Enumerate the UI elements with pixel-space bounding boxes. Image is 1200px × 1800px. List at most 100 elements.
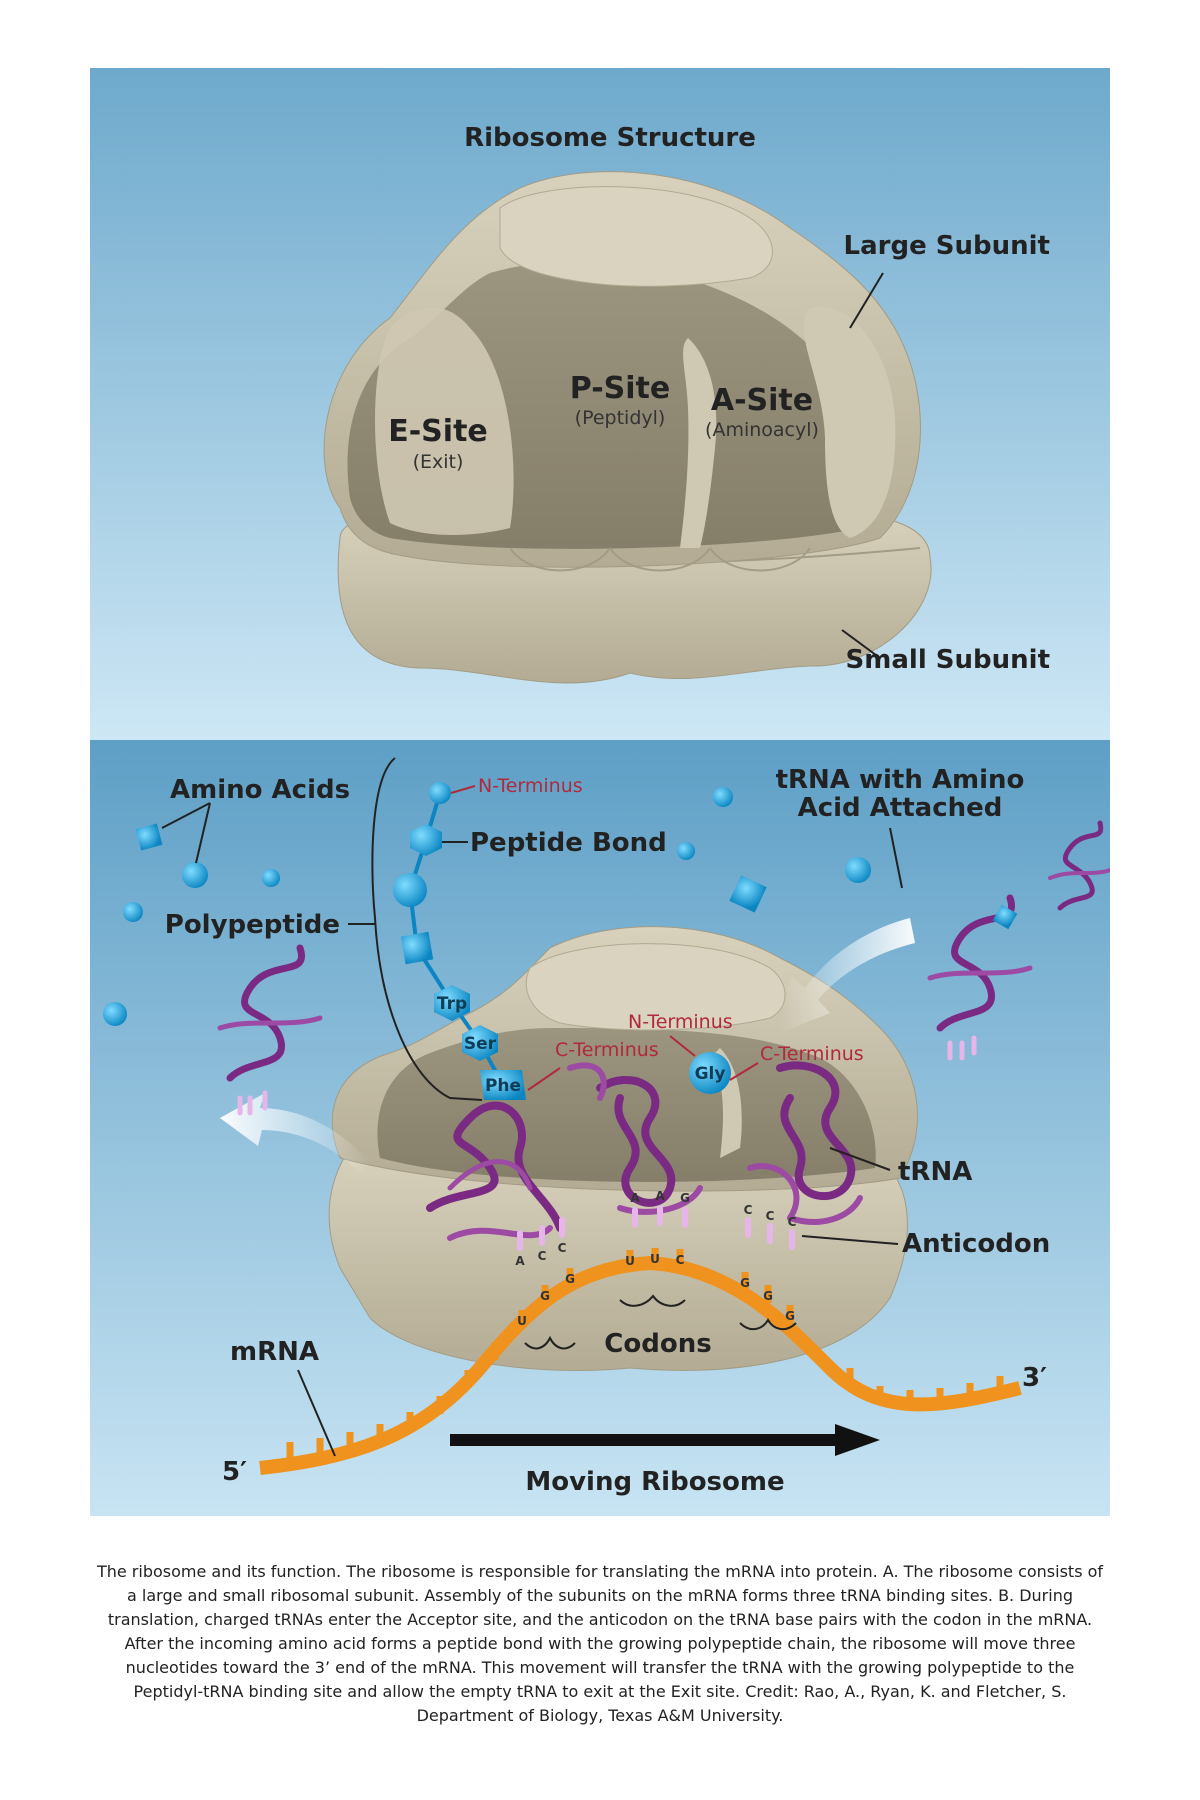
panel-a: Ribosome Structure E-Site (Exit) P-Site … [90, 68, 1110, 740]
site-pockets [509, 547, 811, 572]
trna-p-site [567, 1062, 703, 1215]
trna-attached-label-line1: tRNA with Amino [776, 765, 1025, 795]
mrna-label: mRNA [230, 1337, 319, 1367]
anticodon-base: A [515, 1254, 525, 1268]
panel-b: A C C A A G C C C [90, 740, 1110, 1516]
amino-acid-cube [135, 823, 163, 851]
figure-caption: The ribosome and its function. The ribos… [96, 1562, 1104, 1725]
ser-residue [462, 1025, 498, 1061]
anticodon-bases: A C C A A G C C C [515, 1189, 796, 1268]
amino-acids-pointer-1 [161, 802, 211, 829]
anticodon-pointer [801, 1235, 899, 1245]
amino-acid-bead [123, 902, 143, 922]
ribosome-top-knob [525, 943, 786, 1031]
large-subunit-left-lobe [375, 307, 514, 535]
small-subunit-pointer [841, 629, 881, 659]
anticodon-base: C [788, 1215, 797, 1229]
codon-base: U [650, 1252, 660, 1266]
a-site-label: A-Site [711, 383, 813, 418]
ribosome-figure: Ribosome Structure E-Site (Exit) P-Site … [90, 68, 1110, 1516]
c-terminus-pointer-2 [729, 1062, 759, 1081]
c-terminus-label-2: C-Terminus [760, 1043, 864, 1065]
trp-label: Trp [437, 994, 467, 1014]
site-divider-ridge [680, 338, 717, 548]
free-amino-acids [103, 787, 1018, 1026]
mrna-teeth [286, 1248, 1004, 1460]
gly-residue [689, 1052, 731, 1094]
panel-a-title: Ribosome Structure [464, 123, 756, 153]
codon-base: G [763, 1289, 773, 1303]
amino-acid-cube [992, 904, 1018, 930]
moving-ribosome-label: Moving Ribosome [525, 1467, 784, 1497]
peptide-bond-label: Peptide Bond [470, 828, 667, 858]
n-terminus-label: N-Terminus [478, 775, 583, 797]
anticodon-base: C [766, 1209, 775, 1223]
p-site-sublabel: (Peptidyl) [575, 407, 666, 429]
anticodon-base: A [655, 1189, 665, 1203]
n-terminus-pointer-2 [669, 1035, 696, 1057]
n-terminus-label-2: N-Terminus [628, 1011, 733, 1033]
anticodon-label: Anticodon [902, 1229, 1050, 1259]
p-site-label: P-Site [570, 371, 671, 406]
anticodon-base: C [744, 1203, 753, 1217]
trna-free-left [217, 944, 323, 1116]
trna-attached-pointer [889, 827, 903, 889]
large-subunit-right-lobe [803, 306, 896, 538]
entry-arrow [780, 918, 915, 1033]
large-subunit-label: Large Subunit [844, 231, 1050, 261]
peptide-bond-hexagon [410, 824, 442, 856]
e-site-label: E-Site [388, 414, 488, 449]
codon-base: G [740, 1276, 750, 1290]
c-terminus-pointer-1 [527, 1067, 561, 1091]
amino-acid-bead [677, 842, 695, 860]
exit-arrow [220, 1093, 370, 1173]
polypeptide-bracket [371, 757, 483, 1101]
moving-ribosome-arrow [450, 1424, 880, 1456]
large-subunit-pointer [849, 272, 884, 329]
anticodon-base: A [630, 1191, 640, 1205]
trna-attached-label-line2: Acid Attached [798, 793, 1003, 823]
amino-acid-bead [103, 1002, 127, 1026]
three-prime-label: 3′ [1022, 1363, 1047, 1393]
amino-acid-bead [262, 869, 280, 887]
amino-acid-bead [845, 857, 871, 883]
amino-acids-label: Amino Acids [170, 775, 350, 805]
amino-acid-bead [182, 862, 208, 888]
codon-base: U [625, 1254, 635, 1268]
trna-free-small [1048, 820, 1110, 911]
codon-base: G [785, 1309, 795, 1323]
small-subunit-label: Small Subunit [846, 645, 1050, 675]
codon-bases: U G G U U C G G G [517, 1252, 795, 1328]
trna-pointer [829, 1147, 891, 1171]
a-site-sublabel: (Aminoacyl) [705, 419, 819, 441]
codon-braces [524, 1294, 797, 1350]
five-prime-label: 5′ [222, 1457, 247, 1487]
codons-label: Codons [604, 1329, 711, 1359]
e-site-sublabel: (Exit) [413, 451, 464, 473]
amino-acid-bead [393, 873, 427, 907]
amino-acid-cube [400, 931, 434, 965]
large-subunit-top [499, 186, 773, 287]
amino-acids-pointer-2 [195, 802, 211, 864]
amino-acid-cube [729, 875, 767, 913]
mrna-pointer [297, 1369, 336, 1457]
codon-base: G [540, 1289, 550, 1303]
ribosome-ridge [710, 1048, 742, 1158]
ser-label: Ser [464, 1034, 497, 1054]
gly-label: Gly [695, 1064, 726, 1084]
anticodon-base: C [558, 1241, 567, 1255]
trna-a-site [747, 1061, 863, 1225]
polypeptide-label: Polypeptide [165, 910, 340, 940]
codon-base: U [517, 1314, 527, 1328]
anticodon-stubs [517, 1205, 795, 1251]
phe-residue [480, 1070, 526, 1100]
n-terminus-pointer [450, 785, 476, 794]
codon-base: C [676, 1253, 685, 1267]
trp-residue [434, 985, 470, 1021]
anticodon-base: C [538, 1249, 547, 1263]
c-terminus-label-1: C-Terminus [555, 1039, 659, 1061]
anticodon-base: G [680, 1191, 690, 1205]
trna-label: tRNA [898, 1157, 972, 1187]
phe-label: Phe [485, 1076, 521, 1096]
codon-base: G [565, 1272, 575, 1286]
